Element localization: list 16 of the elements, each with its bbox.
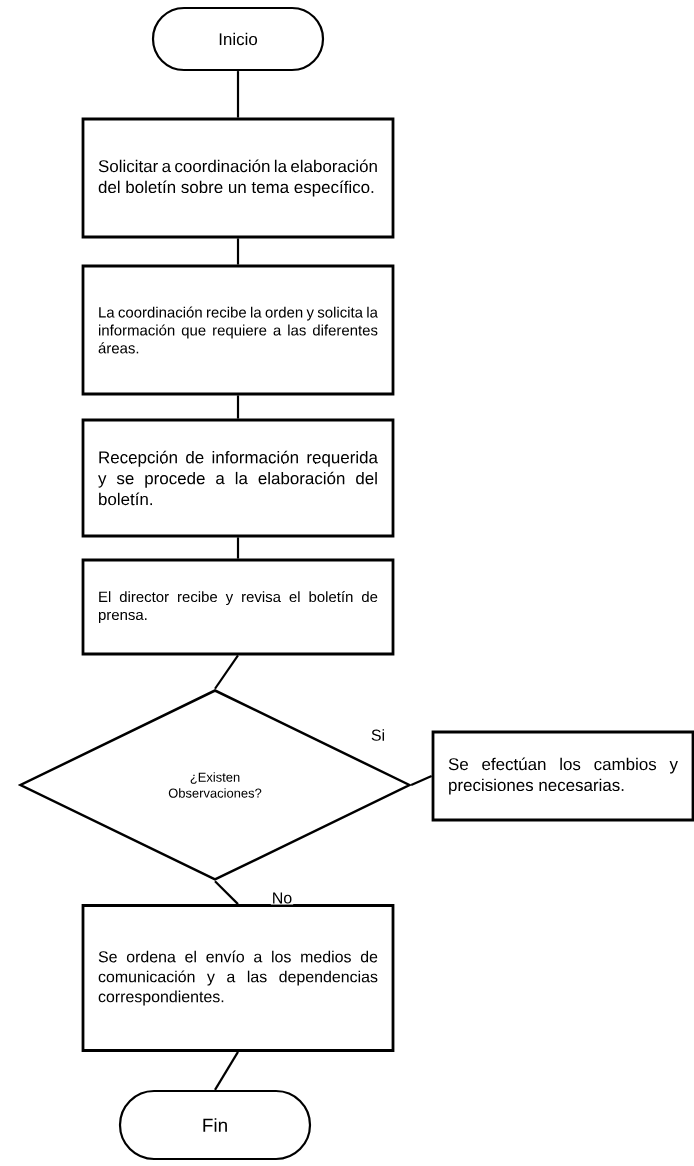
- connector-line: [236, 395, 240, 419]
- process-box: La coordinación recibe la orden y solicita la información que requiere a las diferentes áreas.: [81, 264, 395, 396]
- connector-line: [410, 775, 433, 786]
- connector-line: [214, 880, 239, 905]
- edge-label: No: [270, 891, 294, 905]
- connector-line: [236, 537, 240, 559]
- edge-label: Si: [369, 728, 387, 742]
- connector-line: [214, 1051, 239, 1091]
- connector-line: [236, 238, 240, 265]
- process-box: El director recibe y revisa el boletín de prensa.: [81, 558, 395, 656]
- process-box: Se efectúan los cambios y precisiones necesarias.: [431, 730, 694, 822]
- connector-line: [214, 654, 239, 690]
- process-box: Se ordena el envío a los medios de comunicación y a las dependencias correspondientes.: [81, 904, 395, 1052]
- process-box: Solicitar a coordinación la elaboración del boletín sobre un tema específico.: [81, 117, 395, 239]
- connector-line: [236, 71, 240, 118]
- process-box: Recepción de información requerida y se procede a la elaboración del boletín.: [81, 418, 395, 538]
